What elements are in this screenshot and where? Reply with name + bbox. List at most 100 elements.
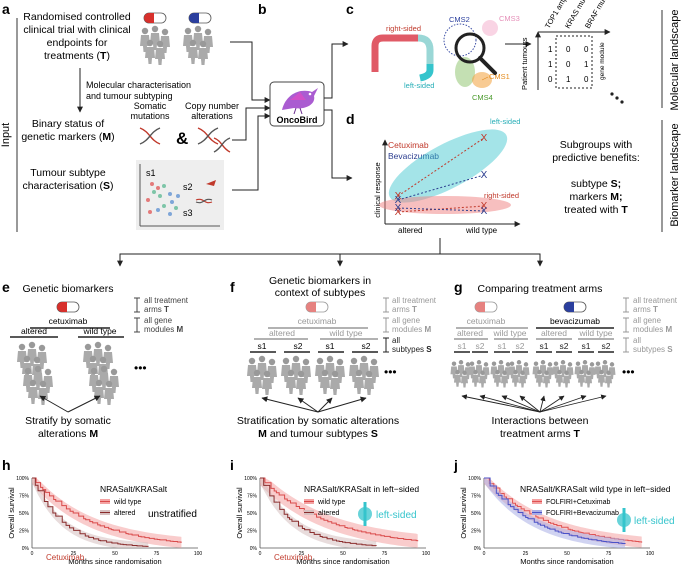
km-curve	[32, 477, 149, 547]
f-strat-text: Stratification by somatic alterations M …	[237, 415, 399, 440]
svg-text:s3: s3	[183, 208, 193, 218]
g-interaction-arrows	[461, 394, 607, 413]
svg-text:Copy number: Copy number	[185, 101, 239, 111]
i-left-sided-icon	[358, 502, 372, 526]
svg-text:X: X	[481, 133, 488, 144]
biomarker-side-label: Biomarker landscape	[669, 123, 681, 226]
km-ylabel: Overall survival	[7, 487, 16, 539]
panel-g-title: Comparing treatment arms	[478, 283, 603, 295]
svg-text:clinical response: clinical response	[373, 162, 382, 217]
svg-text:CMS2: CMS2	[449, 15, 470, 24]
f-strat-arrows	[261, 396, 367, 413]
svg-text:endpoints for: endpoints for	[47, 37, 108, 49]
km-x-tick: 75	[382, 551, 388, 557]
km-y-tick: 25%	[247, 529, 258, 535]
svg-text:modules M: modules M	[392, 325, 431, 334]
copy-number-label: Copy number alterations	[185, 101, 239, 121]
arrows-to-efg	[117, 238, 543, 267]
colon-illustration: right-sided left-sided	[371, 24, 434, 90]
panel-d-letter: d	[346, 111, 355, 127]
km-ylabel: Overall survival	[459, 487, 468, 539]
svg-text:Stratification by somatic alte: Stratification by somatic alterations	[237, 415, 399, 427]
panel-c-letter: c	[346, 1, 354, 17]
svg-text:Stratify by somatic: Stratify by somatic	[25, 415, 111, 427]
svg-text:genetic markers (M): genetic markers (M)	[21, 131, 114, 143]
svg-text:0: 0	[584, 75, 589, 84]
svg-text:s1: s1	[326, 341, 335, 351]
km-y-tick: 25%	[471, 529, 482, 535]
mutation-matrix: Patient tumours TOP1 amp. KRAS mut. BRAF…	[520, 0, 624, 104]
f-crowds	[247, 356, 379, 395]
svg-text:wild type: wild type	[317, 499, 345, 506]
trial-text: Randomised controlled clinical trial wit…	[23, 11, 131, 62]
svg-text:all gene: all gene	[392, 316, 421, 325]
f-altered-label: altered	[269, 328, 295, 338]
svg-text:1: 1	[548, 60, 553, 69]
svg-text:s2: s2	[602, 341, 611, 351]
km-ribbon	[484, 478, 642, 548]
pill-e-icon	[56, 301, 80, 313]
svg-text:s2: s2	[516, 341, 525, 351]
svg-text:altered: altered	[318, 510, 340, 517]
km-y-tick: 0%	[22, 546, 30, 552]
svg-text:predictive benefits:: predictive benefits:	[552, 152, 640, 164]
svg-text:arms T: arms T	[392, 305, 417, 314]
pill-blue-icon	[188, 12, 212, 24]
svg-text:X: X	[481, 170, 488, 181]
ampersand: &	[176, 129, 188, 148]
e-dots: •••	[134, 361, 147, 375]
km-x-tick: 25	[71, 551, 77, 557]
km-curve	[260, 477, 377, 547]
mol-char-text: Molecular characterisation	[86, 80, 191, 90]
patients-group-a1	[140, 26, 170, 65]
svg-text:s1: s1	[582, 341, 591, 351]
somatic-label: Somatic mutations	[130, 101, 170, 121]
svg-text:gene module: gene module	[599, 42, 606, 80]
h-unstratified: unstratified	[148, 509, 197, 520]
km-x-tick: 50	[112, 551, 118, 557]
g-subtype-labels: s1 s2 s1 s2 s1 s2 s1 s2	[458, 341, 611, 351]
svg-text:wild type: wild type	[113, 499, 141, 506]
svg-text:X: X	[481, 206, 488, 217]
e-altered-label: altered	[21, 326, 47, 336]
svg-text:0: 0	[584, 45, 589, 54]
km-xlabel: Months since randomisation	[296, 557, 389, 566]
svg-text:characterisation (S): characterisation (S)	[22, 180, 113, 192]
svg-text:treatment arms T: treatment arms T	[500, 428, 581, 440]
g-drug1-label: cetuximab	[467, 316, 506, 326]
h-title: NRASalt/KRASalt	[100, 484, 168, 494]
svg-text:s2: s2	[362, 341, 371, 351]
km-x-tick: 25	[523, 551, 529, 557]
j-badge: left-sided	[634, 516, 675, 527]
svg-text:left-sided: left-sided	[490, 117, 520, 126]
svg-text:markers M;: markers M;	[569, 191, 622, 203]
svg-text:Randomised controlled: Randomised controlled	[23, 11, 131, 23]
patients-group-a2	[183, 26, 213, 65]
km-x-tick: 100	[194, 551, 203, 557]
svg-text:Genetic biomarkers in: Genetic biomarkers in	[269, 275, 371, 287]
svg-text:s1: s1	[458, 341, 467, 351]
i-legend: wild type altered	[304, 499, 345, 517]
svg-text:arms T: arms T	[144, 305, 169, 314]
km-x-tick: 100	[422, 551, 431, 557]
g-dots: •••	[622, 365, 635, 379]
km-y-tick: 100%	[16, 476, 29, 482]
g-crowds	[451, 360, 616, 387]
svg-text:X: X	[481, 201, 488, 212]
svg-text:alterations: alterations	[191, 111, 233, 121]
km-ribbon	[260, 478, 418, 548]
magnifier-icon	[454, 32, 497, 75]
km-y-tick: 50%	[471, 511, 482, 517]
svg-text:s1: s1	[540, 341, 549, 351]
g-bracket-labels: all treatment arms T all gene modules M …	[623, 296, 678, 354]
subtype-cluster-box: s1 s2 s3	[136, 160, 224, 230]
km-x-tick: 0	[259, 551, 262, 557]
svg-text:altered: altered	[114, 510, 136, 517]
e-bracket-labels: all treatment arms T all gene modules M	[134, 296, 189, 334]
km-curve	[260, 477, 419, 542]
svg-text:wild type: wild type	[578, 328, 612, 338]
svg-text:modules M: modules M	[144, 325, 183, 334]
svg-text:s1: s1	[258, 341, 267, 351]
g-marker-labels: altered wild type altered wild type	[457, 328, 613, 338]
